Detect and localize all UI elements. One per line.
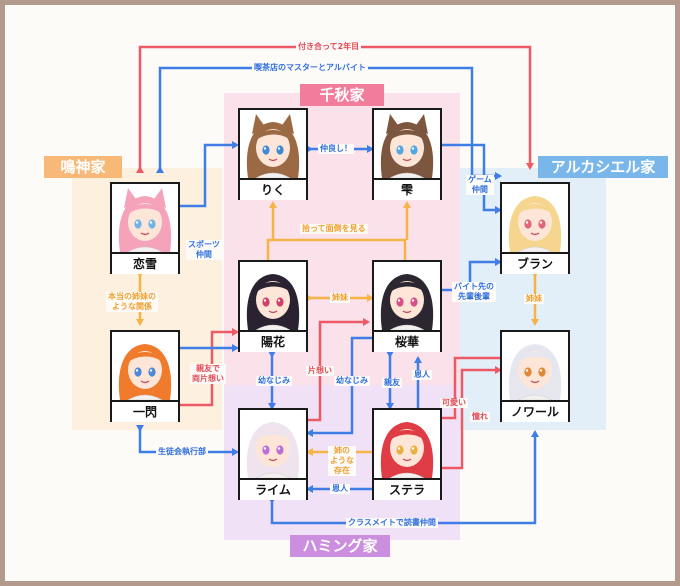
label-kataomoi: 片想い [306, 366, 334, 376]
label-shimai1: 姉妹 [330, 293, 350, 303]
line-sports [175, 141, 239, 210]
name-riku: りく [240, 178, 306, 200]
line-found [266, 238, 407, 260]
card-renyuki: 恋雪 [110, 182, 180, 274]
portrait-issen [112, 332, 178, 400]
label-dating: 付き合って2年目 [296, 42, 362, 52]
name-sutera: ステラ [374, 478, 440, 500]
label-honto: 本当の姉妹の ような関係 [106, 292, 158, 312]
label-sports: スポーツ 仲間 [186, 240, 222, 260]
card-sutera: ステラ [372, 408, 442, 500]
name-noir: ノワール [502, 400, 568, 422]
name-ouka: 桜華 [374, 330, 440, 352]
portrait-renyuki [112, 184, 178, 252]
label-osana2: 幼なじみ [334, 376, 370, 386]
label-cafe: 喫茶店のマスターとアルバイト [252, 63, 368, 73]
label-seito: 生徒会執行部 [156, 447, 208, 457]
portrait-sutera [374, 410, 440, 478]
card-raimu: ライム [238, 408, 308, 500]
name-raimu: ライム [240, 478, 306, 500]
label-akogare: 憧れ [470, 412, 490, 422]
label-osana1: 幼なじみ [256, 376, 292, 386]
label-shimai2: 姉妹 [524, 294, 544, 304]
label-onjin1: 恩人 [412, 370, 432, 380]
name-renyuki: 恋雪 [112, 252, 178, 274]
label-kawaii: 可愛い [440, 398, 468, 408]
name-issen: 一閃 [112, 400, 178, 422]
card-riku: りく [238, 108, 308, 200]
card-noir: ノワール [500, 330, 570, 422]
card-issen: 一閃 [110, 330, 180, 422]
name-shizuku: 雫 [374, 178, 440, 200]
title-arcaciel: アルカシエル家 [538, 156, 668, 178]
portrait-raimu [240, 410, 306, 478]
title-humming: ハミング家 [290, 535, 390, 557]
portrait-noir [502, 332, 568, 400]
name-buran: ブラン [502, 252, 568, 274]
title-narukami: 鳴神家 [44, 156, 122, 178]
label-shinyu: 親友 [382, 378, 402, 388]
card-shizuku: 雫 [372, 108, 442, 200]
portrait-haruka [240, 262, 306, 330]
card-haruka: 陽花 [238, 260, 308, 352]
label-ane: 姉の ような 存在 [328, 446, 356, 476]
label-baito: バイト先の 先輩後輩 [452, 282, 496, 302]
card-buran: ブラン [500, 182, 570, 274]
label-found: 拾って面倒を見る [300, 224, 368, 234]
title-chiaki: 千秋家 [300, 84, 384, 106]
name-haruka: 陽花 [240, 330, 306, 352]
line-kawaii [440, 354, 505, 420]
label-class: クラスメイトで読書仲間 [346, 518, 438, 528]
label-game: ゲーム 仲間 [466, 175, 494, 195]
portrait-buran [502, 184, 568, 252]
label-onjin2: 恩人 [330, 484, 350, 494]
portrait-riku [240, 110, 306, 178]
portrait-shizuku [374, 110, 440, 178]
card-ouka: 桜華 [372, 260, 442, 352]
label-nakayoshi: 仲良し！ [318, 144, 354, 154]
portrait-ouka [374, 262, 440, 330]
label-shintomo: 親友で 両片想い [190, 364, 226, 384]
